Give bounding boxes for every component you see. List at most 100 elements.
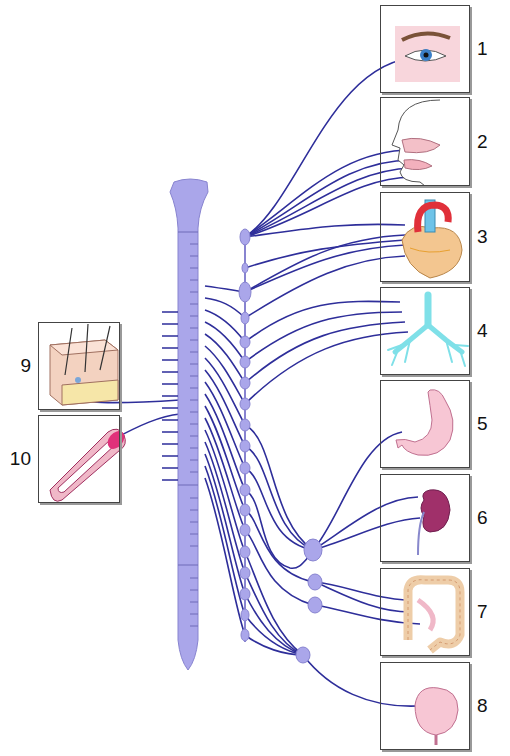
- stomach: [396, 390, 453, 456]
- head-picture: [392, 100, 440, 186]
- ganglion: [240, 419, 250, 431]
- nerve-fiber: [245, 332, 408, 404]
- ganglion: [240, 588, 250, 600]
- urethra: [435, 735, 438, 745]
- nerve-fiber: [205, 346, 245, 404]
- colon-picture: [408, 580, 460, 650]
- region-line: [178, 232, 198, 233]
- hair: [65, 324, 110, 375]
- eye-picture: [395, 26, 460, 82]
- chain-ganglia: [239, 229, 322, 663]
- callout-number: 5: [477, 413, 488, 435]
- ganglion: [240, 377, 250, 389]
- gland: [75, 377, 81, 383]
- nerve-fiber: [315, 582, 405, 600]
- spinal-cord: [170, 179, 208, 670]
- vessel-lumen: [58, 440, 116, 493]
- nerve-fiber: [245, 552, 303, 655]
- lungs-picture: [388, 295, 468, 366]
- nerve-fiber: [245, 446, 313, 550]
- region-line: [178, 485, 198, 486]
- celiac-ganglion: [304, 539, 322, 561]
- ganglion: [240, 356, 250, 368]
- nerve-fiber: [245, 425, 313, 550]
- organ-box: 7: [380, 568, 470, 656]
- ganglion: [241, 629, 249, 641]
- organ-box: 1: [380, 5, 470, 93]
- nerve-fiber: [245, 168, 412, 237]
- callout-number: 6: [477, 507, 488, 529]
- kidney-picture: [418, 490, 450, 555]
- root-lines: [162, 312, 178, 480]
- callout-number: 2: [477, 131, 488, 153]
- head-outline: [392, 100, 440, 186]
- aorta: [418, 205, 449, 232]
- kidney: [421, 490, 450, 532]
- fat-layer: [62, 380, 118, 405]
- organ-box: 5: [380, 380, 470, 468]
- nerve-fiber: [245, 573, 303, 655]
- callout-number: 4: [477, 320, 488, 342]
- ganglion: [240, 440, 250, 452]
- callout-number: 7: [477, 601, 488, 623]
- nerve-fiber: [245, 160, 412, 237]
- nerve-fiber: [205, 322, 245, 362]
- organ-box: 8: [380, 662, 470, 750]
- ganglion: [240, 336, 250, 348]
- ganglion: [240, 504, 250, 516]
- stomach-picture: [396, 390, 453, 456]
- nerve-fiber: [245, 322, 405, 383]
- nerve-fiber: [205, 418, 245, 530]
- cord-segments: [178, 232, 198, 626]
- heart-body: [402, 227, 462, 279]
- nerve-fiber: [245, 57, 420, 237]
- mesenteric-ganglion: [308, 574, 322, 590]
- nerve-fiber: [245, 224, 405, 237]
- nerve-fiber: [245, 177, 412, 237]
- nerve-fiber: [205, 466, 245, 615]
- colon: [408, 580, 460, 650]
- nerve-fiber: [245, 468, 313, 550]
- mouth: [404, 160, 432, 170]
- nerve-fiber: [205, 298, 245, 318]
- nerve-fiber: [313, 497, 418, 550]
- callout-number: 1: [477, 38, 488, 60]
- bronchus: [395, 325, 462, 352]
- nasal-cavity: [402, 138, 440, 152]
- vessel-end: [104, 428, 128, 452]
- nerve-fiber: [205, 478, 245, 635]
- nerve-fiber: [313, 518, 420, 550]
- nerve-fiber: [245, 312, 402, 362]
- dorsal-roots: [162, 312, 178, 480]
- nerve-fiber: [245, 615, 303, 655]
- ganglion: [240, 546, 250, 558]
- nerve-fibers: [92, 57, 420, 706]
- heart-picture: [402, 200, 462, 278]
- skin-picture: [50, 324, 118, 405]
- vessel-picture: [50, 428, 128, 501]
- mesenteric-ganglion: [308, 597, 322, 613]
- organ-box: 2: [380, 97, 470, 186]
- ganglion: [240, 484, 250, 496]
- skin-block: [50, 340, 118, 405]
- trachea: [425, 295, 432, 325]
- organ-box: 9: [38, 322, 120, 410]
- hypogastric-ganglion: [296, 647, 310, 663]
- small-intestine: [418, 600, 433, 630]
- segment-ticks: [190, 244, 198, 626]
- ganglion: [239, 282, 251, 302]
- ganglion: [240, 567, 250, 579]
- ganglion: [240, 524, 250, 536]
- region-line: [178, 565, 198, 566]
- nerve-fiber: [245, 594, 303, 655]
- organ-box: 6: [380, 474, 470, 562]
- organ-box: 10: [38, 415, 120, 503]
- nerve-fiber: [245, 635, 303, 655]
- nerve-fiber: [313, 432, 402, 550]
- organ-box: 4: [380, 287, 470, 375]
- ganglion: [241, 609, 249, 621]
- ganglion: [241, 312, 249, 324]
- coronary-vessel: [410, 248, 450, 252]
